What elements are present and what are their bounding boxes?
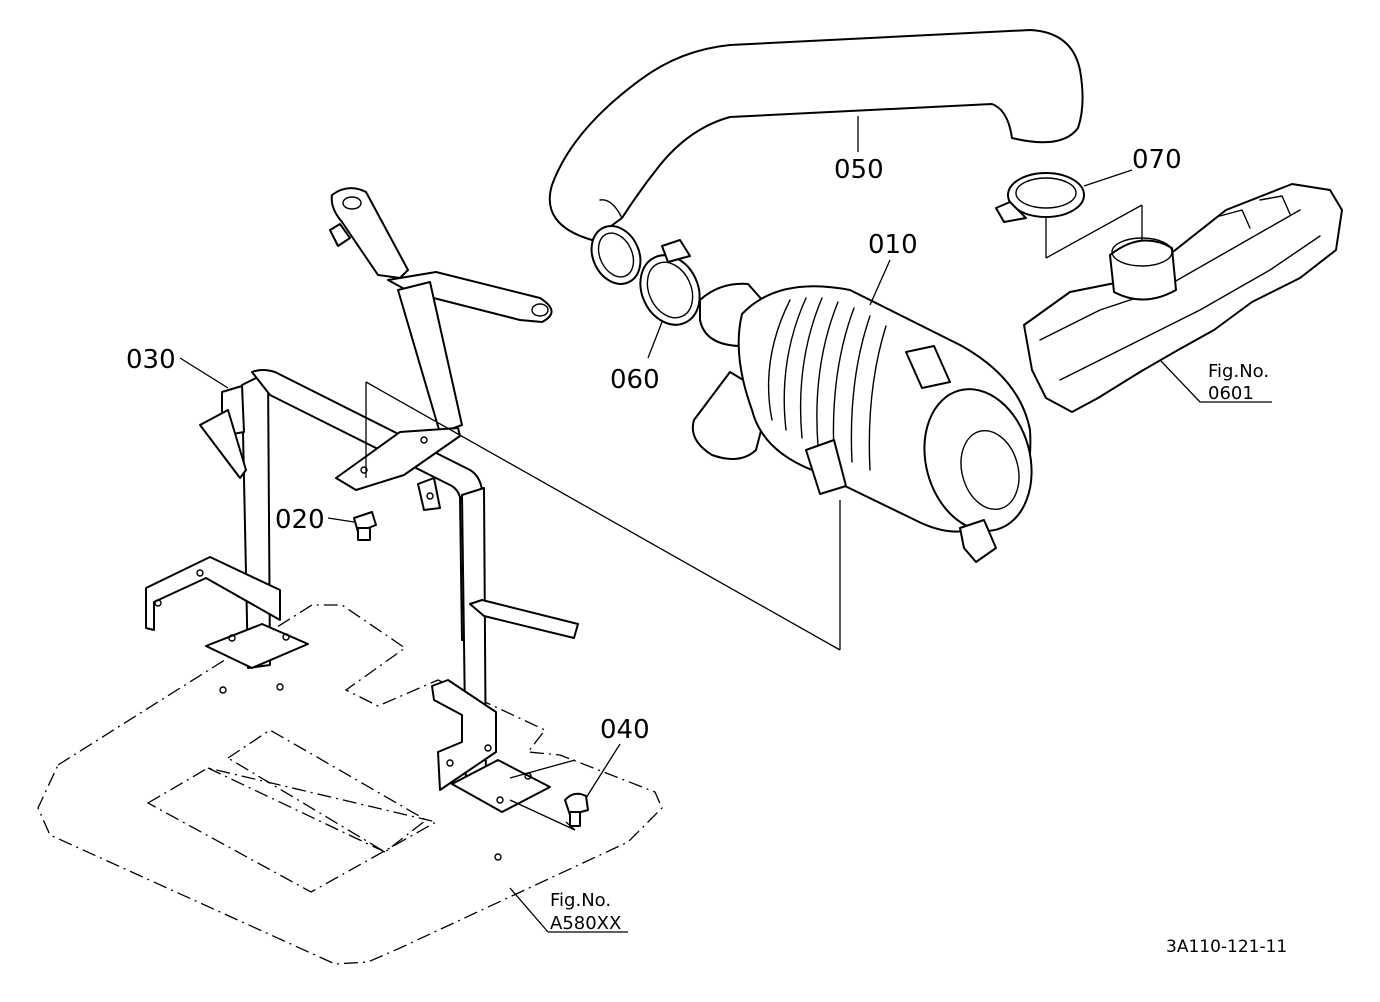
hose-clamp-070 [995,172,1085,223]
floor-ref-label: Fig.No. [550,890,611,911]
engine-ref-number: 0601 [1208,383,1254,404]
callout-050: 050 [834,155,884,185]
callout-010: 010 [868,230,918,260]
callout-030: 030 [126,345,176,375]
intake-manifold [1023,183,1343,413]
callout-060: 060 [610,365,660,395]
engine-ref-label: Fig.No. [1208,361,1269,382]
callout-070: 070 [1132,145,1182,175]
drawing-code: 3A110-121-11 [1166,937,1287,957]
callout-leaders [179,116,1272,933]
air-cleaner-support-bracket [145,369,579,813]
bolt-040 [564,792,589,827]
callout-040: 040 [600,715,650,745]
intake-hose [548,29,1084,285]
hose-clamp-060 [639,239,701,326]
floor-plate [37,604,663,965]
floor-ref-number: A580XX [550,913,621,934]
air-cleaner [691,282,1033,563]
bolt-020 [353,511,377,541]
assembly-lines [365,204,1143,831]
callout-020: 020 [275,505,325,535]
upper-bracket [329,187,553,511]
